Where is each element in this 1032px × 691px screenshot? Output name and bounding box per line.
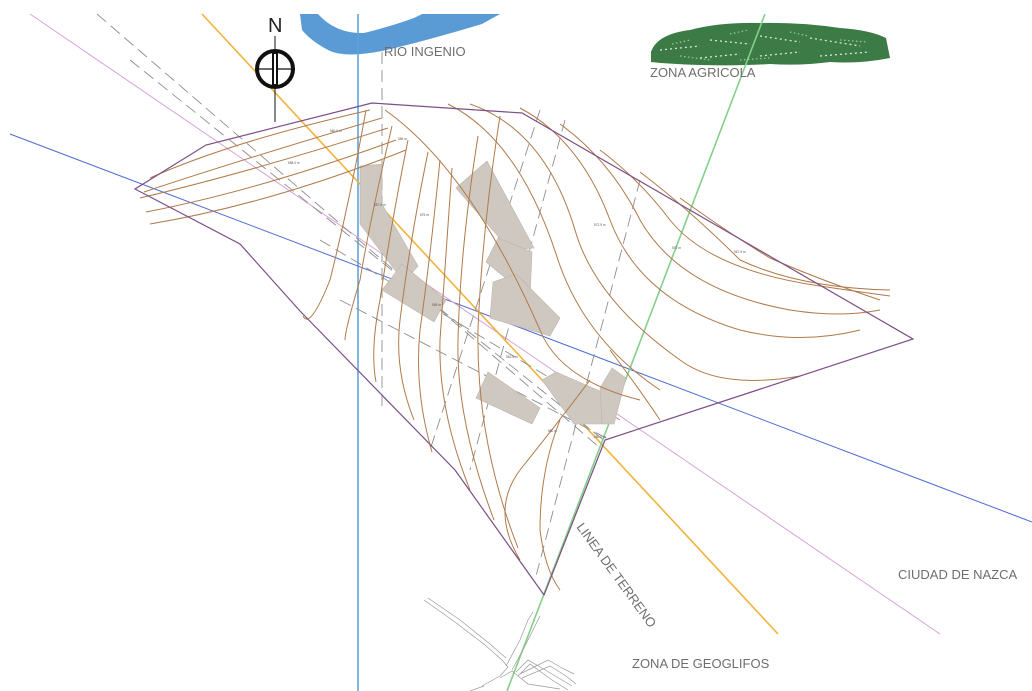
river-label: RIO INGENIO <box>384 44 466 59</box>
elevation-label: 572.5 m <box>594 223 606 227</box>
pink-axis-line <box>29 13 941 635</box>
agricultural-zone-label: ZONA AGRICOLA <box>650 65 756 80</box>
elevation-label: 580 m <box>548 429 557 433</box>
elevation-labels: 560.0 m 558.0 m 556 m 557.5 m 575 m 572.… <box>288 129 746 439</box>
elevation-label: 575 m <box>420 213 429 217</box>
site-boundary <box>133 102 915 597</box>
contour-lines <box>139 103 891 591</box>
elevation-label: 557.5 m <box>374 203 386 207</box>
elevation-label: 562.5 m <box>506 355 518 359</box>
city-label: CIUDAD DE NAZCA <box>898 567 1018 582</box>
elevation-label: 565 m <box>432 303 441 307</box>
elevation-label: 558.0 m <box>288 161 300 165</box>
blue-axis-line <box>9 133 1032 523</box>
elevation-label: 560.0 m <box>594 435 606 439</box>
geoglyph-zone-label: ZONA DE GEOGLIFOS <box>632 656 770 671</box>
elevation-label: 560.0 m <box>330 129 342 133</box>
elevation-label: 556 m <box>398 137 407 141</box>
geoglyph-figure <box>423 597 577 691</box>
north-arrow-icon <box>255 36 295 122</box>
agricultural-vegetation <box>651 22 890 66</box>
dashed-grid-lines <box>96 13 641 581</box>
terrain-line-label: LINEA DE TERRENO <box>574 520 660 630</box>
building-footprints <box>359 160 627 425</box>
rio-ingenio-river <box>300 14 500 55</box>
orange-axis-line <box>201 13 779 635</box>
north-label: N <box>268 15 282 37</box>
elevation-label: 567.5 m <box>734 250 746 254</box>
elevation-label: 570 m <box>672 246 681 250</box>
